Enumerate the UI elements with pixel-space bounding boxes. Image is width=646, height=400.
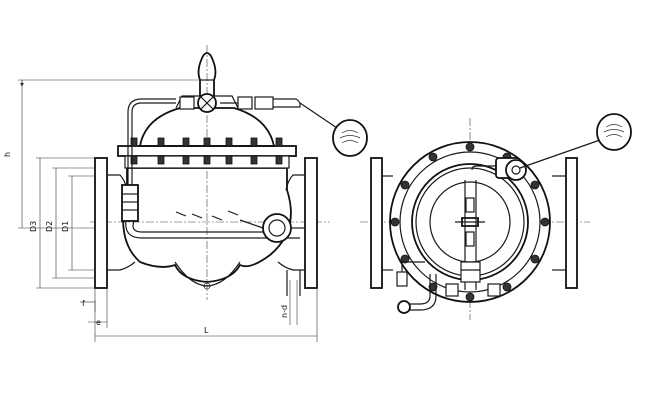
dim-d2-label: D2 [45, 221, 54, 232]
handwheel-icon [197, 93, 217, 113]
end-left-flange [370, 157, 383, 289]
dim-nd-label: n-d [280, 305, 289, 318]
lifting-handle [197, 52, 217, 96]
front-view [90, 45, 368, 300]
end-float-ball-icon [596, 113, 632, 151]
dim-d1-label: D1 [61, 221, 70, 232]
dim-l-label: L [204, 326, 209, 335]
dimension-lines [18, 79, 318, 342]
end-view [360, 113, 632, 320]
float-ball-icon [332, 119, 368, 157]
filter-housing [121, 184, 139, 222]
dim-d3-label: D3 [29, 221, 38, 232]
end-right-flange [565, 157, 578, 289]
dim-e-label: e [96, 318, 101, 327]
bonnet-bolts [130, 137, 283, 165]
right-flange [304, 157, 318, 289]
dim-f-label: f [82, 299, 85, 308]
cover-dome [138, 107, 276, 147]
dim-h-label: h [3, 152, 12, 157]
left-flange [94, 157, 108, 289]
valve-body [122, 167, 292, 283]
bonnet-flange [117, 145, 297, 157]
